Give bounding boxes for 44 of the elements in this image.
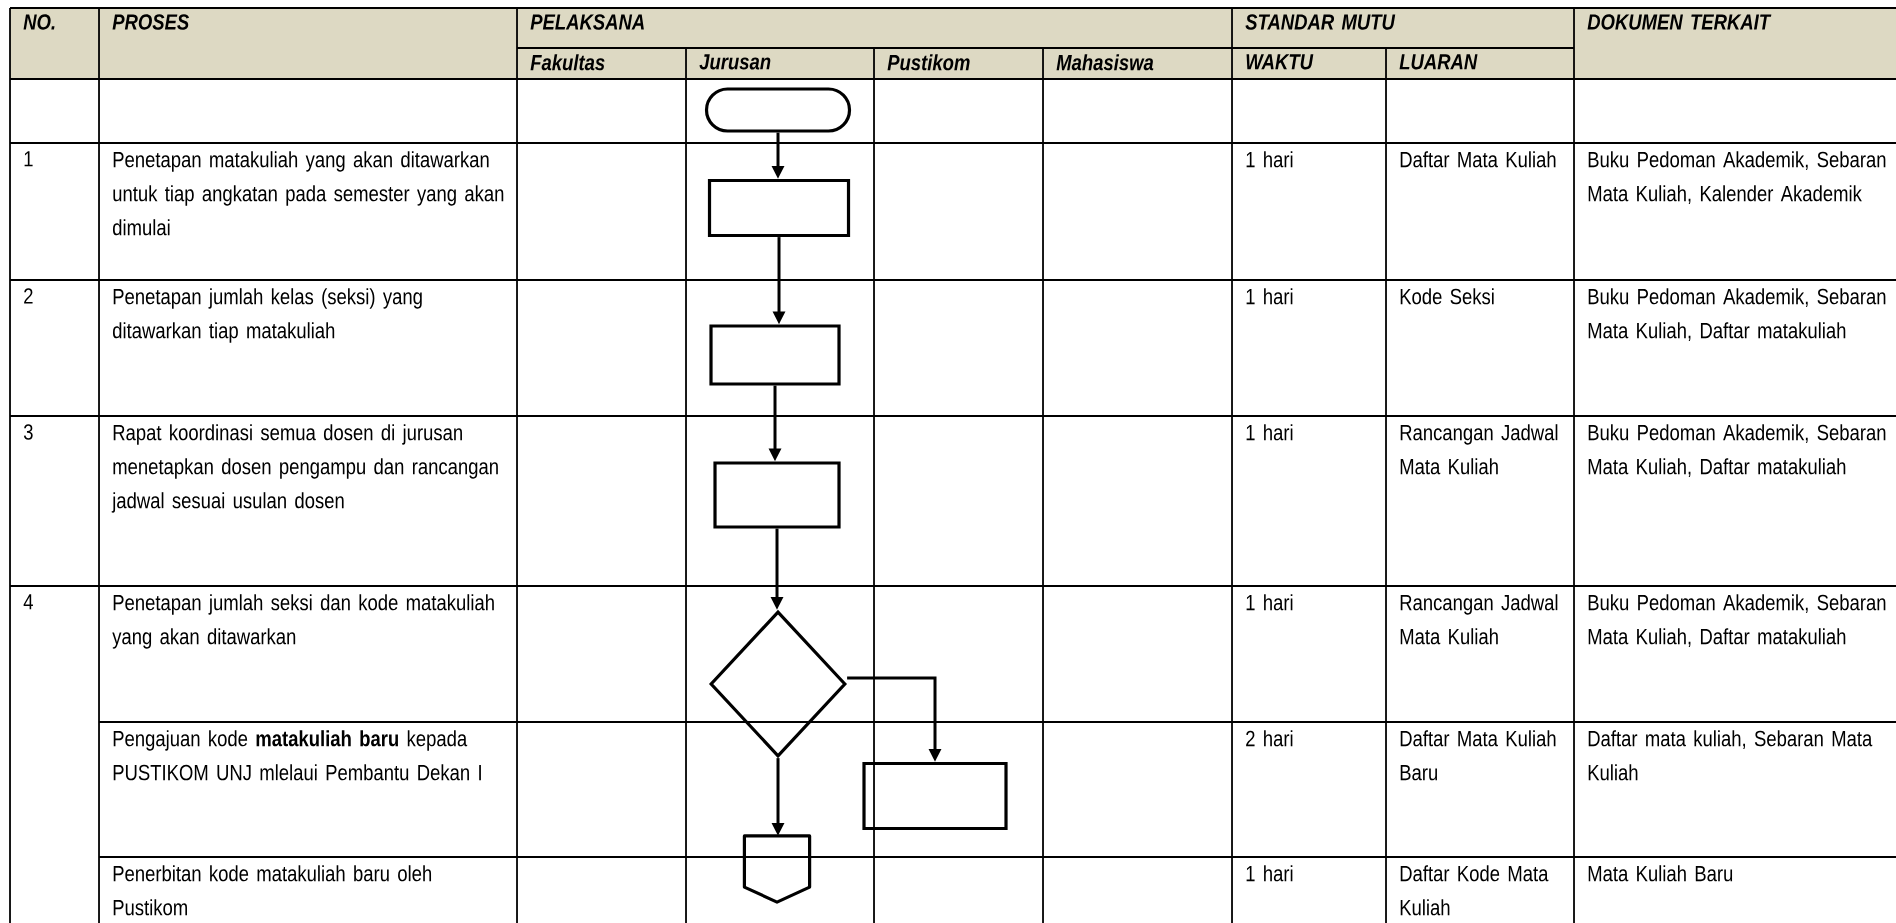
process-description: Penetapan jumlah seksi dan kode matakuliah yang akan ditawarkan [112,594,494,649]
process-description: Penetapan jumlah kelas (seksi) yang ditawarkan tiap matakuliah [113,288,422,343]
step-number: 3 [23,424,33,440]
process-description: Penetapan matakuliah yang akan ditawarkan untuk tiap angkatan pada semester yang akan dimulai [113,151,504,236]
output-text: Kode Seksi [1400,288,1494,305]
output-text: Daftar Mata Kuliah [1400,151,1556,168]
document-list: Buku Pedoman Akademik, Sebaran Mata Kuliah, Kalender Akademik [1588,151,1886,204]
step-number: 1 [24,151,33,167]
column-header: WAKTU [1246,54,1314,70]
document-list: Buku Pedoman Akademik, Sebaran Mata Kuliah, Daftar matakuliah [1588,424,1886,477]
column-header: LUARAN [1399,54,1478,70]
output-text: Daftar Mata Kuliah Baru [1400,730,1556,781]
document-list: Daftar mata kuliah, Sebaran Mata Kuliah [1588,730,1873,781]
process-description: Penerbitan kode matakuliah baru oleh Pustikom [113,865,432,916]
process-box [862,761,1008,831]
process-description: Rapat koordinasi semua dosen di jurusan menetapkan dosen pengampu dan rancangan jadwal sesuai usulan dosen [111,424,498,513]
output-text: Rancangan Jadwal Mata Kuliah [1400,594,1558,645]
start-terminal [704,87,852,133]
duration-text: 1 hari [1246,594,1293,611]
column-header: PROSES [112,14,190,30]
output-text: Daftar Kode Mata Kuliah [1400,865,1549,916]
column-header: Fakultas [530,54,605,71]
duration-text: 1 hari [1246,865,1293,882]
step-number: 4 [23,594,33,610]
duration-text: 2 hari [1246,730,1293,747]
process-box [709,324,841,386]
step-number: 2 [24,288,33,304]
process-box [713,461,841,529]
duration-text: 1 hari [1246,288,1293,305]
document-list: Mata Kuliah Baru [1588,865,1733,882]
column-header: Pustikom [887,54,970,71]
document-list: Buku Pedoman Akademik, Sebaran Mata Kuliah, Daftar matakuliah [1588,594,1886,647]
column-header: Mahasiswa [1056,54,1154,71]
process-box [707,178,851,238]
duration-text: 1 hari [1246,151,1293,168]
output-text: Rancangan Jadwal Mata Kuliah [1400,424,1558,475]
offpage-connector [742,834,812,904]
process-description: Pengajuan kode matakuliah baru kepada PUSTIKOM UNJ mlelaui Pembantu Dekan I [113,730,481,781]
column-header: PELAKSANA [530,14,644,30]
column-header: NO. [23,14,55,30]
duration-text: 1 hari [1246,424,1293,441]
column-header: STANDAR MUTU [1245,14,1396,30]
column-header: DOKUMEN TERKAIT [1587,14,1772,30]
document-list: Buku Pedoman Akademik, Sebaran Mata Kuliah, Daftar matakuliah [1588,288,1886,341]
